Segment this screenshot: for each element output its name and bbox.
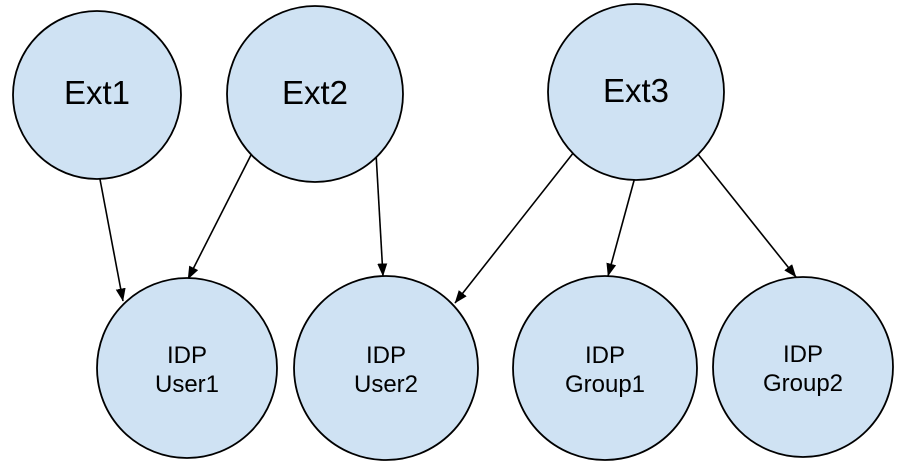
node-ext1-circle [12,10,182,180]
node-idp-user1-circle [96,277,278,459]
node-idp-group1-label-line2: Group1 [565,371,645,398]
node-idp-user2-label-line1: IDP [366,342,406,369]
node-idp-group1: IDP Group1 [512,275,698,461]
node-ext3-circle [547,3,725,181]
node-ext3-label: Ext3 [603,72,669,109]
node-idp-user1-label-line2: User1 [155,371,219,398]
node-idp-user2-label-line2: User2 [354,371,418,398]
node-idp-group2: IDP Group2 [712,276,894,458]
node-ext1-label: Ext1 [64,74,130,111]
node-ext1: Ext1 [12,10,182,180]
node-idp-group2-label-line2: Group2 [763,370,843,397]
node-idp-user1: IDP User1 [96,277,278,459]
edge-ext2-user2 [375,152,388,277]
edge-ext3-group1 [606,176,636,277]
node-idp-user2: IDP User2 [293,275,479,461]
node-ext2: Ext2 [226,5,404,183]
edge-ext3-user2 [454,151,575,304]
edge-ext2-user1 [187,152,253,280]
edge-group [98,151,797,304]
edge-ext3-group2 [696,152,797,278]
node-ext2-circle [226,5,404,183]
node-idp-group2-label-line1: IDP [783,341,823,368]
node-idp-user1-label-line1: IDP [167,342,207,369]
node-idp-group1-circle [512,275,698,461]
node-idp-group1-label-line1: IDP [585,342,625,369]
edge-ext1-user1 [98,173,126,302]
node-idp-group2-circle [712,276,894,458]
node-idp-user2-circle [293,275,479,461]
node-ext2-label: Ext2 [282,74,348,111]
node-ext3: Ext3 [547,3,725,181]
